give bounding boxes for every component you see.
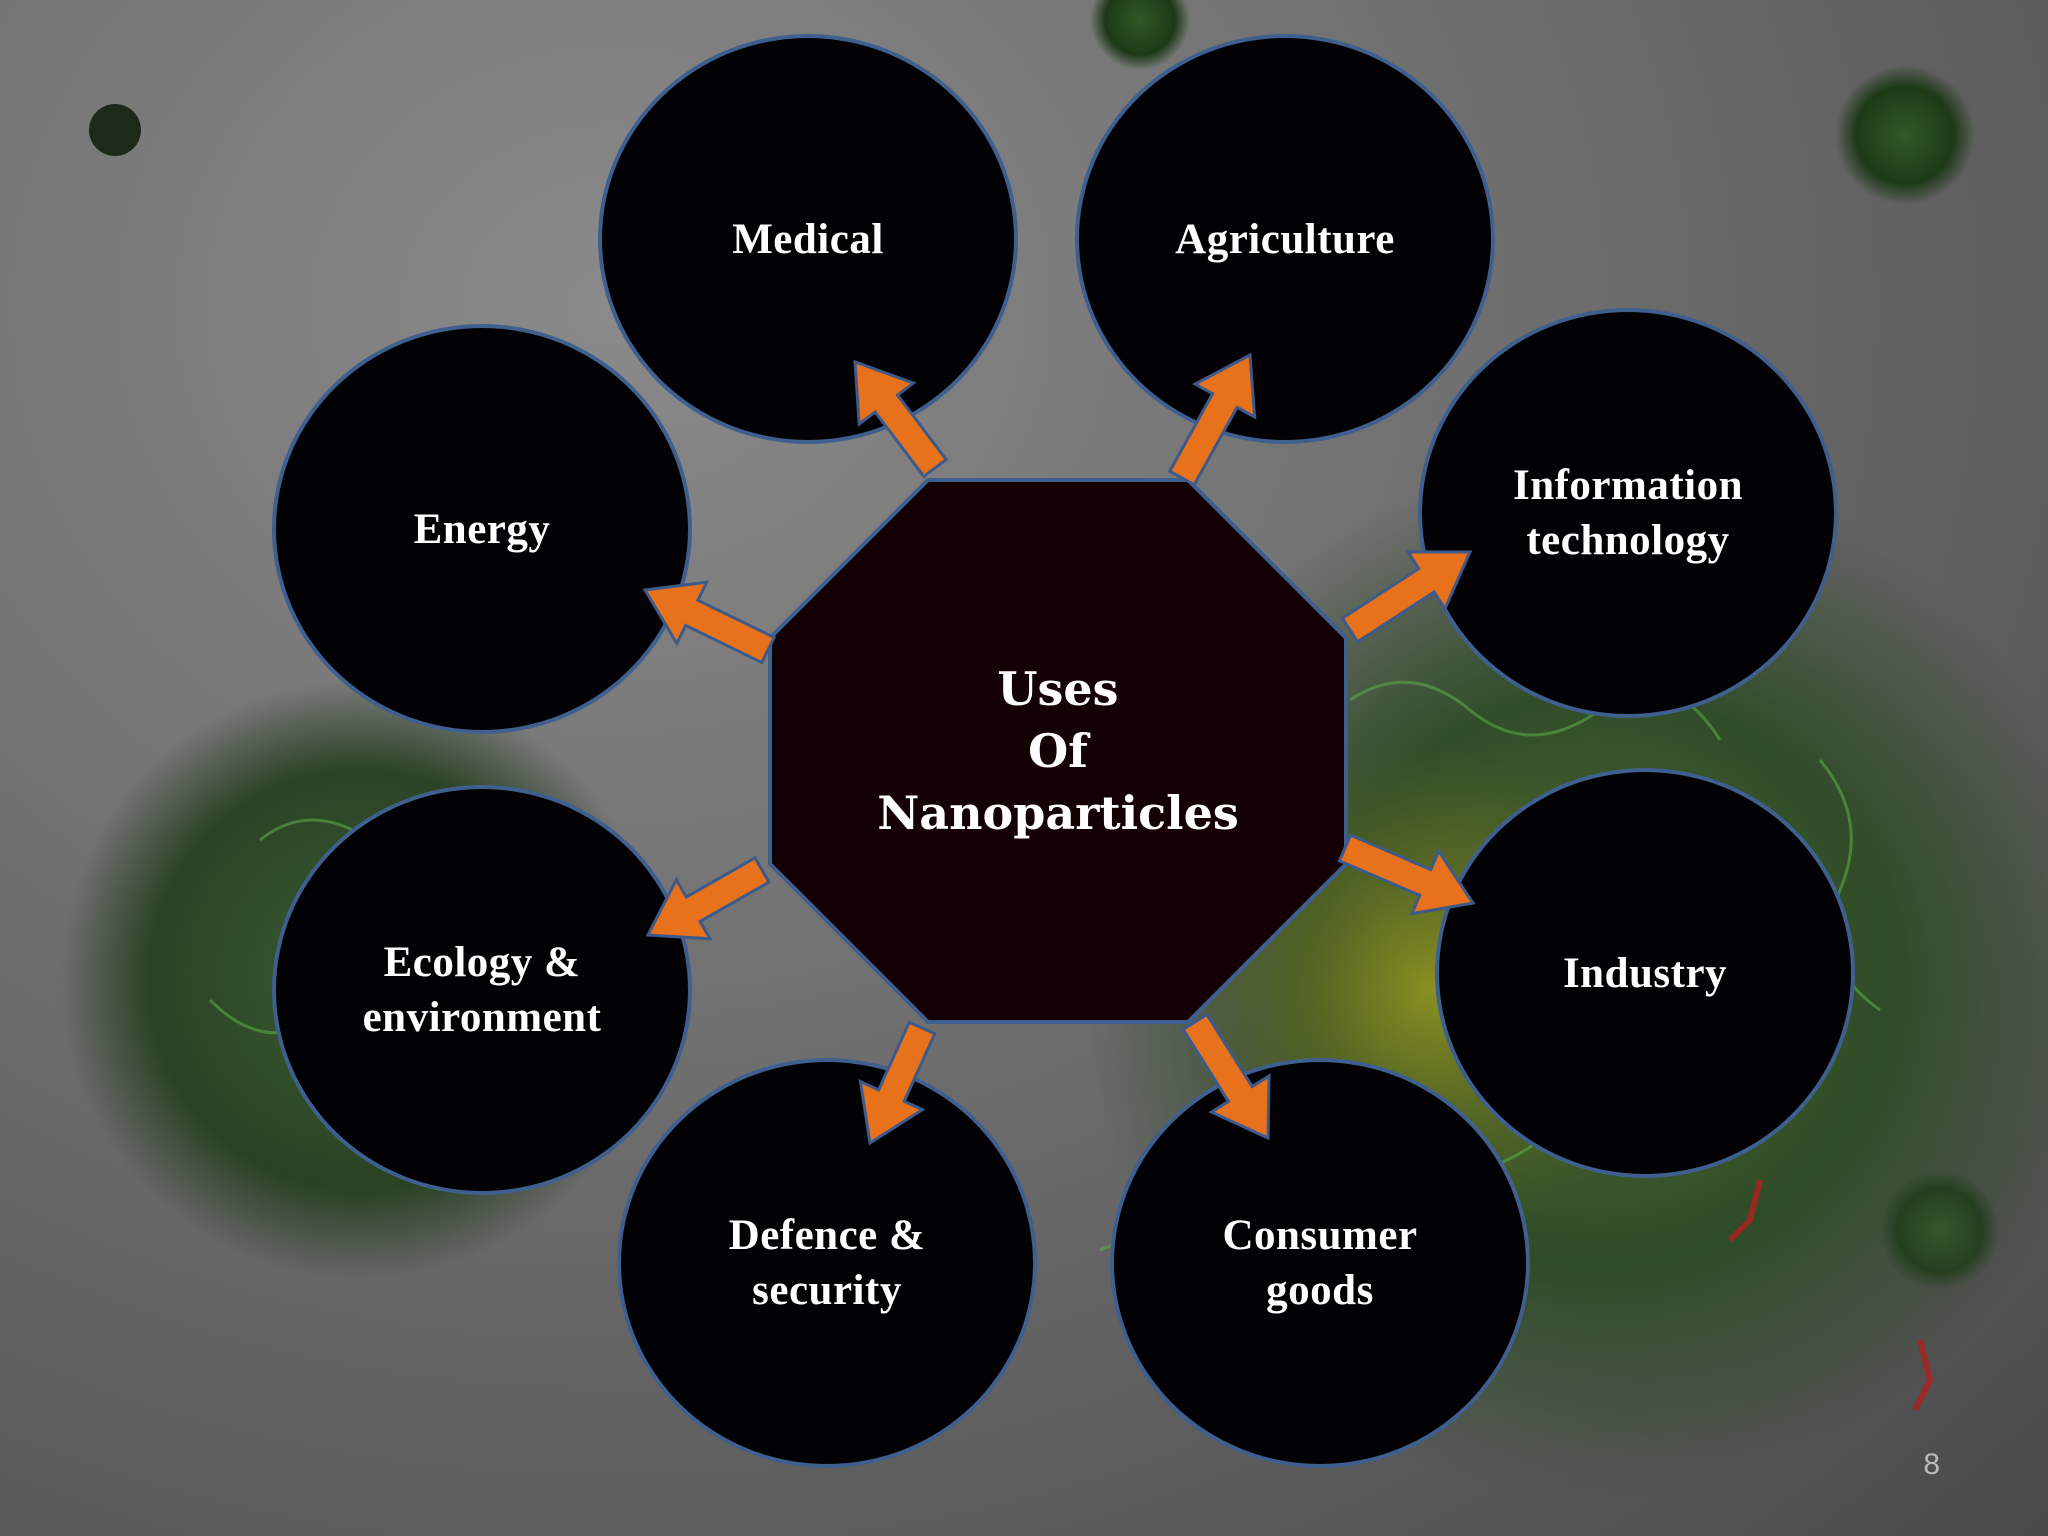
node-energy: Energy: [272, 324, 692, 734]
node-defence-security-label: Defence & security: [728, 1212, 926, 1314]
page-number: 8: [1923, 1448, 1940, 1481]
node-medical-label: Medical: [732, 215, 884, 263]
node-agriculture-label: Agriculture: [1175, 215, 1395, 263]
node-consumer-goods-label: Consumer goods: [1222, 1212, 1418, 1314]
node-information-technology-label: Information technology: [1512, 462, 1744, 564]
node-defence-security: Defence & security: [617, 1058, 1037, 1468]
node-medical: Medical: [598, 34, 1018, 444]
node-consumer-goods: Consumer goods: [1110, 1058, 1530, 1468]
node-ecology-environment: Ecology & environment: [272, 785, 692, 1195]
node-industry: Industry: [1435, 768, 1855, 1178]
node-information-technology: Information technology: [1418, 308, 1838, 718]
node-industry-label: Industry: [1562, 949, 1728, 997]
node-agriculture: Agriculture: [1075, 34, 1495, 444]
node-energy-label: Energy: [413, 505, 551, 553]
center-label: Uses Of Nanoparticles: [877, 662, 1239, 840]
node-ecology-environment-label: Ecology & environment: [362, 939, 602, 1041]
